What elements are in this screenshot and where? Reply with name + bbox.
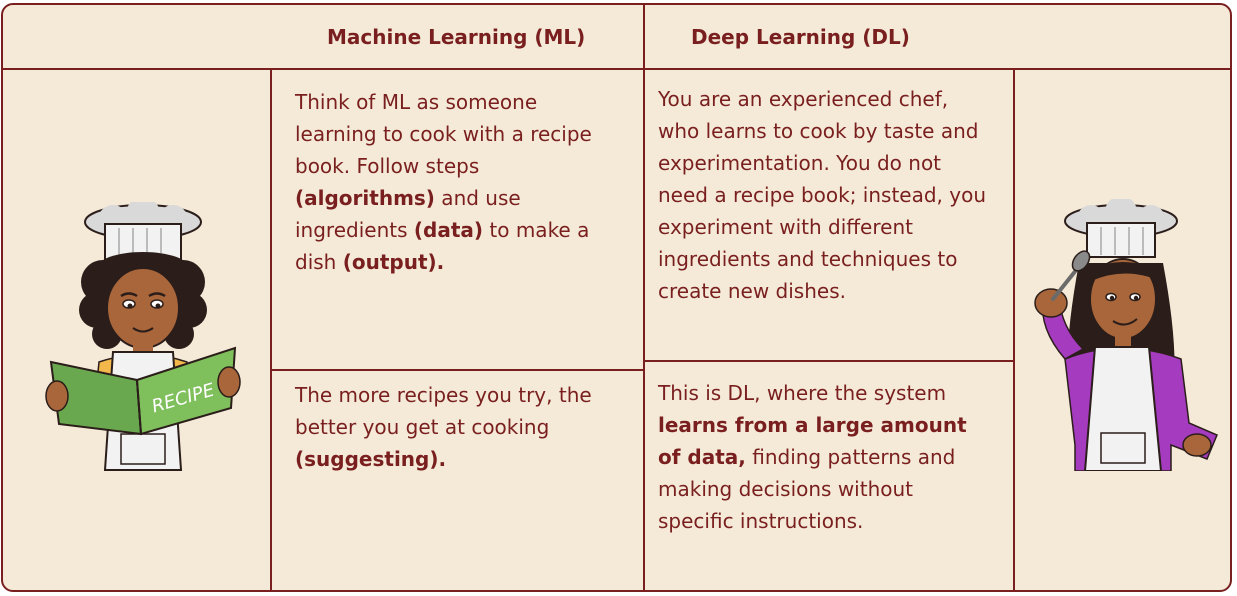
ml-description-cell: Think of ML as someone learning to cook … [295, 86, 605, 278]
comparison-table: Machine Learning (ML) Deep Learning (DL)… [1, 3, 1232, 592]
ml-header: Machine Learning (ML) [327, 24, 586, 49]
dl-description-cell: You are an experienced chef, who learns … [658, 83, 993, 307]
emphasis-text: learns from a large amount of data, [658, 413, 967, 469]
center-column-divider [643, 68, 645, 590]
emphasis-text: (output). [342, 250, 445, 274]
body-text: You are an experienced chef, who learns … [658, 87, 987, 303]
right-image-divider [1013, 68, 1015, 590]
ml-row-divider [270, 369, 645, 371]
chef-reading-recipe-illustration: RECIPE [45, 202, 241, 471]
header-divider [3, 68, 1230, 70]
dl-practice-cell: This is DL, where the system learns from… [658, 377, 993, 537]
emphasis-text: (algorithms) [295, 186, 435, 210]
body-text: and use ingredients [295, 186, 521, 242]
body-text: This is DL, where the system [658, 381, 947, 405]
emphasis-text: (data) [413, 218, 484, 242]
dl-row-divider [643, 360, 1015, 362]
left-image-divider [270, 68, 272, 590]
body-text: Think of ML as someone learning to cook … [295, 90, 592, 178]
header-column-divider [643, 5, 645, 68]
ml-practice-cell: The more recipes you try, the better you… [295, 379, 615, 475]
chef-tasting-spoon-illustration [1034, 199, 1218, 471]
body-text: finding patterns and making decisions wi… [658, 445, 956, 533]
body-text: The more recipes you try, the better you… [295, 383, 592, 439]
body-text: to make a dish [295, 218, 590, 274]
emphasis-text: (suggesting). [295, 447, 447, 471]
dl-header: Deep Learning (DL) [691, 24, 910, 49]
